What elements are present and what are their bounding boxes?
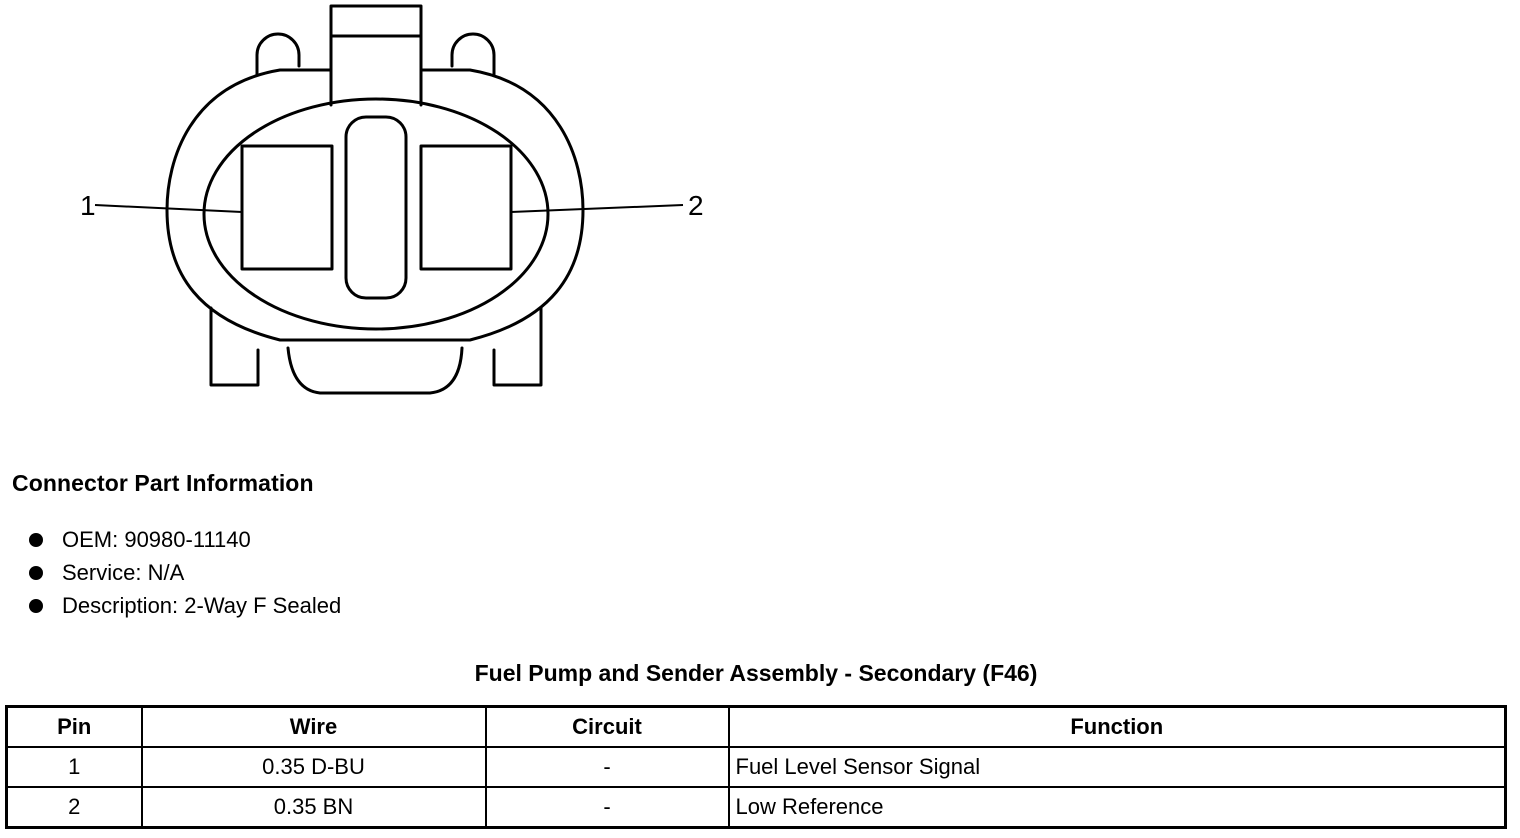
table-row: 2 0.35 BN - Low Reference: [5, 786, 1507, 829]
cell-function: Low Reference: [727, 786, 1507, 829]
bullet-icon: [29, 566, 43, 580]
terminal-cavity-2: [419, 144, 513, 271]
connector-outer-housing: [165, 68, 585, 342]
connector-info-heading: Connector Part Information: [12, 470, 314, 496]
pin-1-leader-line: [94, 204, 243, 213]
connector-right-foot: [492, 306, 543, 387]
connector-bottom-key: [286, 346, 464, 395]
pinout-table: Pin Wire Circuit Function 1 0.35 D-BU - …: [5, 705, 1507, 829]
connector-latch: [329, 4, 423, 107]
cell-wire: 0.35 BN: [140, 786, 487, 829]
table-row: 1 0.35 D-BU - Fuel Level Sensor Signal: [5, 746, 1507, 788]
info-service: Service: N/A: [62, 560, 185, 585]
table-title: Fuel Pump and Sender Assembly - Secondar…: [474, 660, 1038, 686]
connector-face-diagram: 1 2: [80, 4, 704, 395]
header-circuit: Circuit: [484, 705, 730, 748]
header-function: Function: [727, 705, 1507, 748]
cell-circuit: -: [484, 746, 730, 788]
pin-2-label: 2: [688, 190, 704, 221]
list-item: Service: N/A: [0, 556, 341, 589]
bullet-icon: [29, 599, 43, 613]
bullet-icon: [29, 533, 43, 547]
header-wire: Wire: [140, 705, 487, 748]
list-item: OEM: 90980-11140: [0, 523, 341, 556]
list-item: Description: 2-Way F Sealed: [0, 589, 341, 622]
connector-right-ear: [450, 32, 496, 77]
cell-circuit: -: [484, 786, 730, 829]
cell-pin: 2: [5, 786, 143, 829]
info-oem: OEM: 90980-11140: [62, 527, 251, 552]
table-header-row: Pin Wire Circuit Function: [5, 705, 1507, 748]
cell-pin: 1: [5, 746, 143, 788]
connector-left-ear: [255, 32, 301, 77]
connector-inner-ring: [202, 97, 550, 331]
terminal-cavity-1: [240, 144, 334, 271]
header-pin: Pin: [5, 705, 143, 748]
info-description: Description: 2-Way F Sealed: [62, 593, 342, 618]
connector-left-foot: [209, 306, 260, 387]
cell-wire: 0.35 D-BU: [140, 746, 487, 788]
pin-2-leader-line: [510, 204, 684, 213]
pin-1-label: 1: [80, 190, 96, 221]
connector-info-list: OEM: 90980-11140 Service: N/A Descriptio…: [0, 523, 341, 622]
cell-function: Fuel Level Sensor Signal: [727, 746, 1507, 788]
center-key-slot: [344, 115, 408, 300]
